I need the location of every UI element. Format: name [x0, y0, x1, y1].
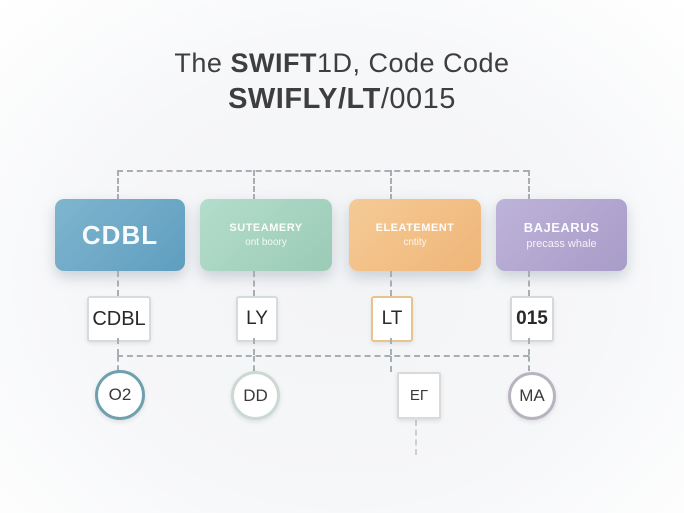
- colored-box-3-sub: cntity: [403, 237, 427, 248]
- connector-bottom-rail: [117, 355, 529, 357]
- connector-drop-3: [390, 170, 392, 200]
- connector-shape-drop-3: [390, 356, 392, 372]
- colored-box-2-label: SUTEAMERY: [229, 222, 303, 234]
- code-box-1: CDBL: [87, 296, 151, 342]
- title-mid: 1D,: [316, 48, 369, 78]
- title-code-bold: SWIFLY/LT: [228, 83, 381, 115]
- title-rest: Code Code: [368, 48, 510, 78]
- colored-box-2-sub: ont boory: [245, 237, 287, 248]
- title-pre: The: [174, 48, 231, 78]
- connector-top-rail: [117, 170, 529, 172]
- connector-low-1: [117, 338, 119, 355]
- colored-box-1-label: CDBL: [81, 219, 159, 250]
- connector-tail-3: [415, 420, 417, 455]
- colored-box-4-sub: precass whale: [526, 238, 597, 250]
- connector-drop-2: [253, 170, 255, 200]
- colored-box-2: SUTEAMERY ont boory: [200, 199, 332, 271]
- colored-box-3: ELEATEMENT cntity: [349, 199, 481, 271]
- title-line-1: The SWIFT1D, Code Code: [0, 48, 684, 79]
- connector-low-2: [253, 338, 255, 355]
- marker-circle-1: O2: [95, 370, 145, 420]
- title-swift: SWIFT: [230, 48, 317, 78]
- marker-circle-2: DD: [231, 371, 280, 420]
- connector-low-3: [390, 338, 392, 355]
- connector-shape-drop-2: [253, 356, 255, 371]
- connector-drop-1: [117, 170, 119, 200]
- marker-circle-4: MA: [508, 372, 556, 420]
- marker-square-3: EΓ: [397, 372, 441, 419]
- title-code-tail: /0015: [380, 83, 456, 115]
- code-box-2: LY: [236, 296, 278, 342]
- colored-box-3-label: ELEATEMENT: [375, 222, 455, 234]
- colored-box-4: BAJEARUS precass whale: [496, 199, 627, 271]
- connector-mid-4: [528, 271, 530, 296]
- connector-mid-3: [390, 271, 392, 296]
- connector-mid-2: [253, 271, 255, 296]
- title-line-2: SWIFLY/LT/0015: [0, 83, 684, 116]
- connector-low-4: [528, 338, 530, 355]
- colored-box-4-label: BAJEARUS: [523, 220, 600, 235]
- code-box-4: 015: [510, 296, 554, 342]
- code-box-3: LT: [371, 296, 413, 342]
- colored-box-1: CDBL: [55, 199, 185, 271]
- connector-shape-drop-1: [117, 356, 119, 371]
- page-title: The SWIFT1D, Code Code SWIFLY/LT/0015: [0, 48, 684, 116]
- connector-drop-4: [528, 170, 530, 200]
- connector-mid-1: [117, 271, 119, 296]
- connector-shape-drop-4: [528, 356, 530, 371]
